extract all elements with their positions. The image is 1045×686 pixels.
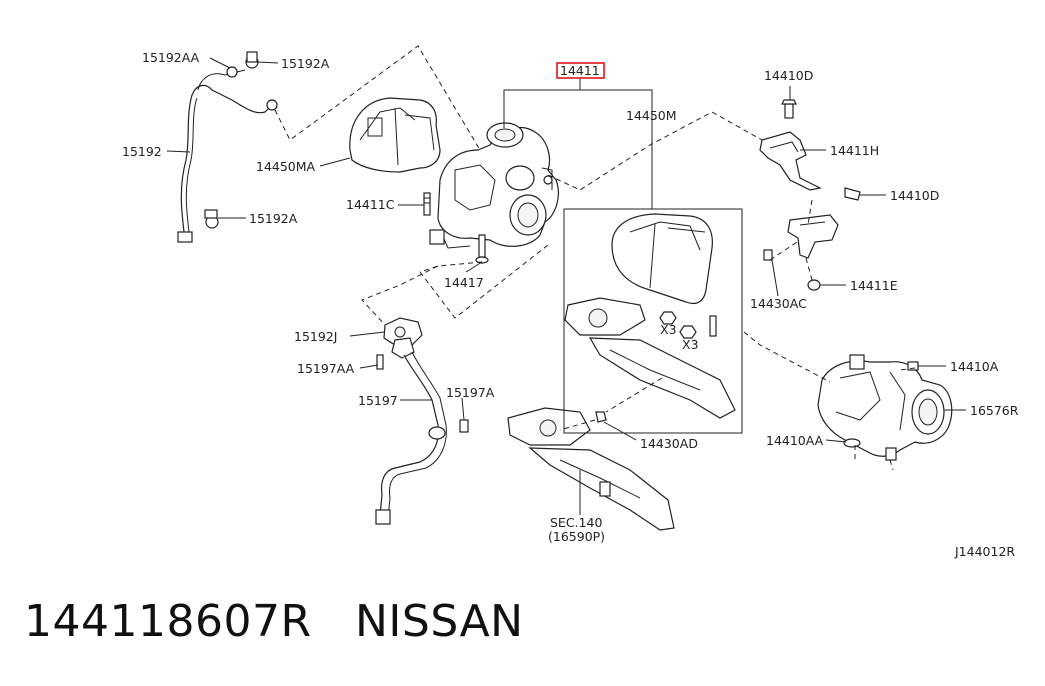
label-14411: 14411 bbox=[560, 63, 600, 78]
oil-return-pipe bbox=[375, 317, 469, 525]
label-15197a: 15197A bbox=[446, 385, 495, 400]
turbocharger-14411 bbox=[429, 122, 559, 249]
oil-feed-pipe bbox=[177, 51, 278, 243]
label-x3-a: X3 bbox=[660, 322, 677, 337]
label-15192a-mid: 15192A bbox=[249, 211, 298, 226]
label-15192a-top: 15192A bbox=[281, 56, 330, 71]
part-number: 144118607R bbox=[24, 596, 312, 647]
group-box-14450m bbox=[563, 208, 743, 434]
label-15197: 15197 bbox=[358, 393, 398, 408]
bracket-14411h bbox=[759, 99, 861, 201]
label-14450ma: 14450MA bbox=[256, 159, 316, 174]
brand-name: NISSAN bbox=[355, 596, 524, 647]
label-15192aa: 15192AA bbox=[142, 50, 200, 65]
part-labels: 14411 15192AA 15192A 15192 15192A 14450M… bbox=[122, 50, 1019, 559]
label-16576r: 16576R bbox=[970, 403, 1019, 418]
leader-lines bbox=[166, 57, 966, 515]
label-14450m: 14450M bbox=[626, 108, 677, 123]
label-15192j: 15192J bbox=[294, 329, 337, 344]
label-14410aa: 14410AA bbox=[766, 433, 824, 448]
stud-14417 bbox=[475, 234, 489, 264]
air-inlet-16576r bbox=[817, 354, 953, 461]
label-14411e: 14411E bbox=[850, 278, 898, 293]
footer-caption: 144118607R NISSAN bbox=[24, 596, 524, 647]
stud-14411c bbox=[423, 192, 431, 216]
heat-insulator-14450m bbox=[611, 213, 713, 305]
label-14411h: 14411H bbox=[830, 143, 879, 158]
label-14410d-top: 14410D bbox=[764, 68, 813, 83]
label-sec-140: SEC.140 bbox=[550, 515, 602, 530]
label-14410d-mid: 14410D bbox=[890, 188, 939, 203]
nuts-and-studs bbox=[595, 249, 773, 423]
label-14430ad: 14430AD bbox=[640, 436, 698, 451]
bracket-14411e bbox=[787, 214, 839, 291]
label-15197aa: 15197AA bbox=[297, 361, 355, 376]
diagram-code: J144012R bbox=[954, 544, 1015, 559]
dashed-leaders bbox=[274, 45, 916, 471]
label-x3-b: X3 bbox=[682, 337, 699, 352]
label-14417: 14417 bbox=[444, 275, 484, 290]
label-16590p: (16590P) bbox=[548, 529, 605, 544]
label-14430ac: 14430AC bbox=[750, 296, 807, 311]
heat-insulator-14450ma bbox=[349, 97, 441, 173]
turbine-outlet-gasket bbox=[564, 297, 736, 419]
label-15192: 15192 bbox=[122, 144, 162, 159]
exhaust-heat-shield bbox=[507, 407, 675, 531]
label-14411c: 14411C bbox=[346, 197, 395, 212]
highlight-box-14411 bbox=[556, 62, 605, 79]
label-14410a: 14410A bbox=[950, 359, 999, 374]
